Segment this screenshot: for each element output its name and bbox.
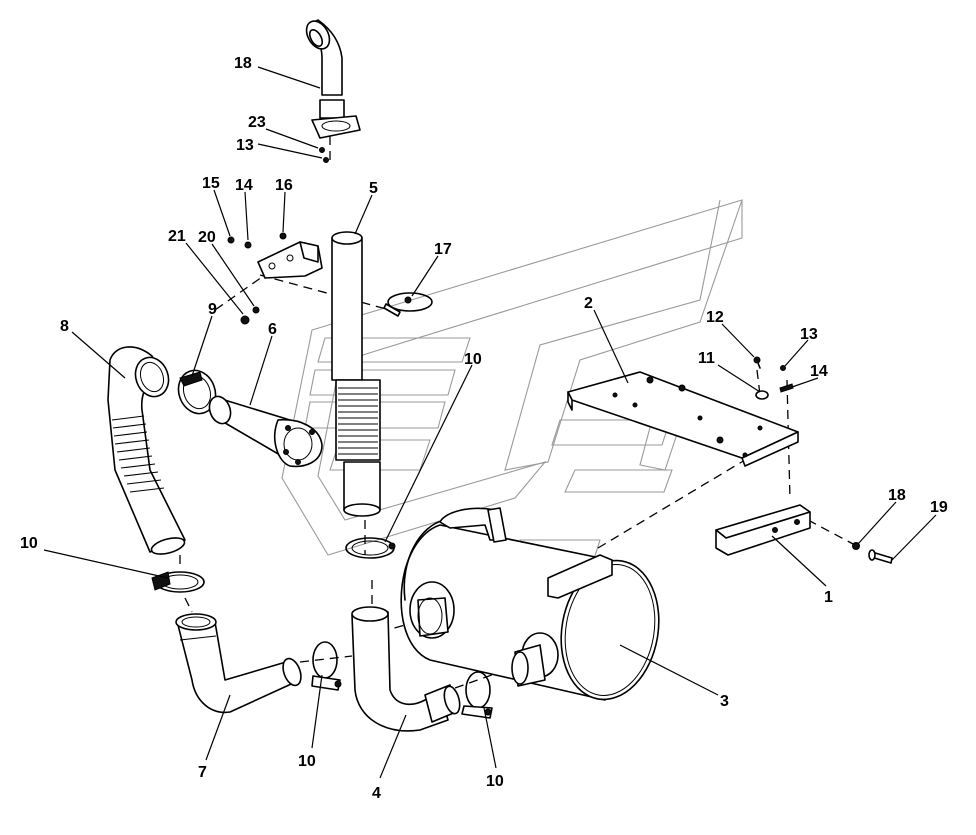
muffler-inlet: [409, 581, 455, 639]
callout-4: 4: [372, 785, 381, 802]
callout-17: 15: [202, 175, 220, 192]
callout-8: 7: [198, 764, 207, 781]
callout-10-left: 10: [20, 535, 38, 552]
callout-10-center: 10: [464, 351, 482, 368]
hardware-bolts-nuts: [227, 147, 329, 325]
callout-14-top: 14: [235, 177, 253, 194]
muffler-strap-upper: [439, 507, 507, 543]
part-5-bellows: [338, 387, 378, 455]
callout-6: 6: [268, 321, 277, 338]
callout-10-bottom-right: 10: [486, 773, 504, 790]
callout-20: 20: [198, 229, 216, 246]
part-16-clamp: [383, 292, 433, 317]
bracket-hardware: [852, 542, 893, 564]
part-6-flanged-pipe: [208, 395, 323, 468]
plate-hardware: [753, 356, 794, 400]
part-9-band-clamp: [177, 369, 217, 415]
part-10-clamp-right: [461, 671, 493, 719]
callout-21: 21: [168, 228, 186, 245]
callout-7: 8: [60, 318, 69, 335]
part-22-rain-cap-stack: [305, 19, 361, 139]
part-3-muffler: [400, 507, 660, 701]
part-15-bracket: [257, 241, 323, 279]
callout-3: 3: [720, 693, 729, 710]
callout-5: 5: [369, 180, 378, 197]
part-2-mounting-plate: [567, 371, 799, 467]
part-5-vertical-pipe: [331, 231, 381, 517]
callout-labels: 18 23 13 15 14 16 5 21 20 17 2 9 12 8 6 …: [20, 55, 948, 802]
callout-16: 17: [434, 241, 452, 258]
callout-22: 18: [234, 55, 252, 72]
muffler-outlet: [511, 632, 559, 687]
callout-19: 19: [930, 499, 948, 516]
part-7-bellows: [111, 415, 165, 493]
part-8-lower-elbow: [175, 613, 302, 714]
callout-15: 16: [275, 177, 293, 194]
part-10-clamp-middle: [311, 641, 342, 691]
callout-18: 18: [888, 487, 906, 504]
callout-13-right: 13: [800, 326, 818, 343]
callout-12: 12: [706, 309, 724, 326]
leader-lines: [43, 66, 937, 779]
muffler-strap-lower: [547, 554, 613, 599]
part-10-clamp-upper: [345, 537, 396, 559]
callout-13-top: 13: [236, 137, 254, 154]
callout-1: 1: [824, 589, 833, 606]
part-1-angle-bracket: [715, 504, 811, 556]
callout-11: 11: [698, 350, 715, 367]
part-4-j-pipe: [351, 606, 461, 732]
callout-9: 9: [208, 301, 217, 318]
part-7-flex-elbow: [107, 346, 186, 555]
callout-14-right: 14: [810, 363, 828, 380]
callout-2: 2: [584, 295, 593, 312]
part-10-clamp-left: [151, 571, 205, 593]
callout-10-bottom-mid: 10: [298, 753, 316, 770]
callout-23: 23: [248, 114, 266, 131]
